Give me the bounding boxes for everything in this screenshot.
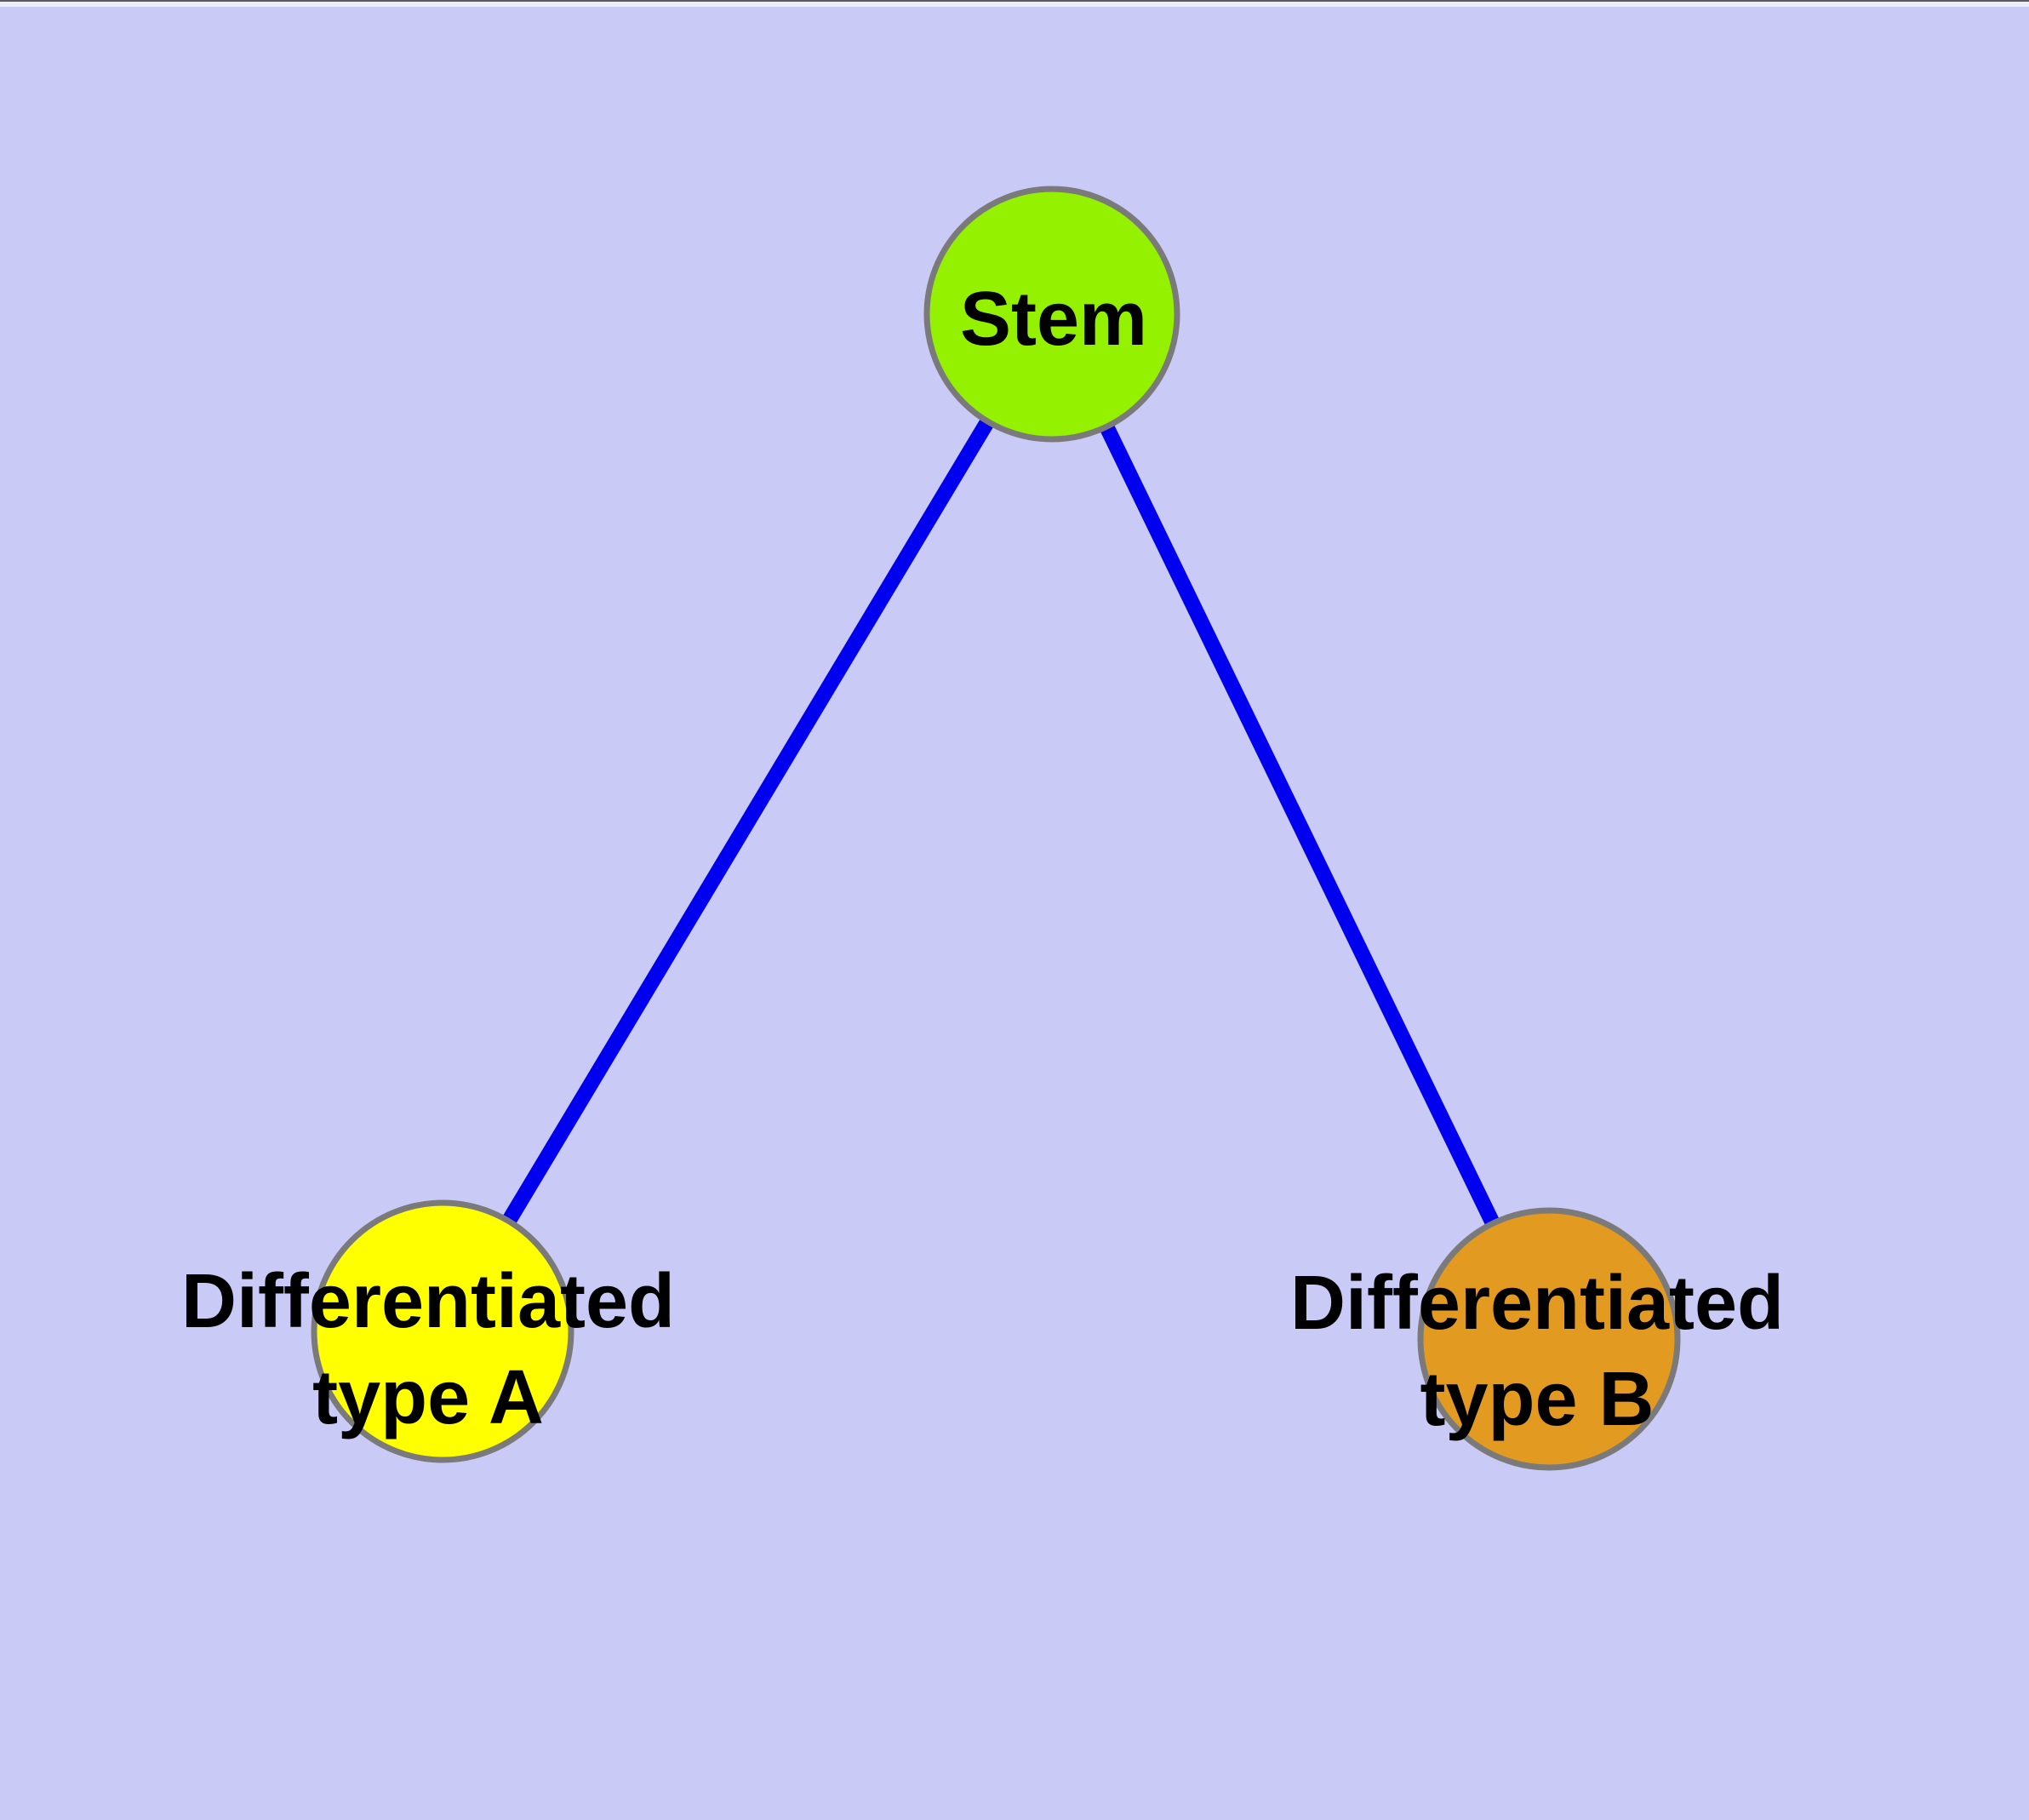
node-label-differentiated-type-a-line-0: Differentiated [181, 1259, 675, 1344]
node-label-differentiated-type-b-line-0: Differentiated [1290, 1261, 1784, 1346]
node-circle-differentiated-type-b [1417, 1207, 1681, 1471]
node-circle-stem [923, 186, 1180, 443]
edge-stem-to-differentiated-type-a [436, 310, 1059, 1336]
node-circle-differentiated-type-a [311, 1199, 574, 1463]
edge-stem-to-differentiated-type-b [1044, 311, 1557, 1342]
node-label-differentiated-type-b-line-1: type B [1420, 1357, 1654, 1442]
node-label-differentiated-type-a-line-1: type A [312, 1355, 544, 1440]
window-top-edge [0, 0, 2029, 7]
node-label-stem-line-0: Stem [960, 277, 1147, 362]
